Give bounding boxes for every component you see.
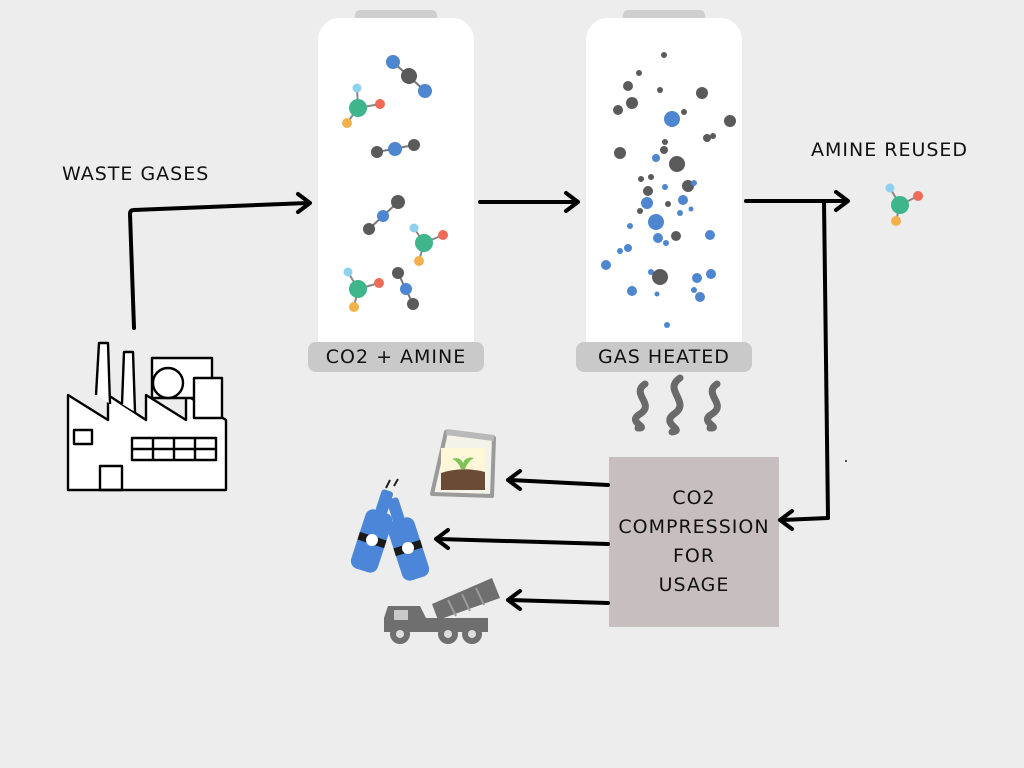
arrow-factory-to-absorber <box>128 201 310 330</box>
arrow-to-compression <box>780 199 830 522</box>
stripper-vessel <box>586 18 742 348</box>
soda-bottles-icon <box>350 478 430 581</box>
arrow-to-beverages <box>436 537 610 546</box>
co2-molecule <box>392 267 419 310</box>
arrowhead-4 <box>778 509 794 531</box>
arrowhead-6 <box>434 528 450 550</box>
amine-molecule <box>342 83 385 128</box>
arrowhead-7 <box>506 589 522 611</box>
soil-bag-icon <box>430 429 496 498</box>
amine-molecule <box>409 223 448 266</box>
co2-molecule <box>363 195 405 235</box>
arrowhead-1 <box>296 192 312 214</box>
amine-molecule <box>343 267 384 312</box>
absorber-molecules <box>342 55 448 312</box>
co2-molecule <box>371 139 420 158</box>
compression-label: CO2 COMPRESSION FOR USAGE <box>618 487 770 596</box>
absorber-vessel <box>318 18 474 348</box>
arrow-to-fertilizer <box>508 478 610 487</box>
stray-dot <box>845 460 847 462</box>
arrowhead-3 <box>834 190 850 212</box>
co2-amine-tag: CO2 + AMINE <box>308 342 484 372</box>
heat-waves-icon <box>631 374 721 436</box>
amine-reused-label: AMINE REUSED <box>811 139 969 161</box>
arrowhead-2 <box>564 191 580 213</box>
heated-gas-particles <box>601 52 736 328</box>
factory-icon <box>66 341 228 492</box>
gas-heated-tag: GAS HEATED <box>576 342 752 372</box>
co2-molecule <box>386 55 432 98</box>
arrow-to-concrete <box>508 598 610 605</box>
flow-arrows <box>128 190 850 611</box>
waste-gases-label: WASTE GASES <box>62 163 210 185</box>
amine-reused-molecule <box>885 183 923 226</box>
arrowhead-5 <box>506 469 522 491</box>
cement-truck-icon <box>384 578 500 644</box>
co2-compression-box: CO2 COMPRESSION FOR USAGE <box>609 457 779 627</box>
